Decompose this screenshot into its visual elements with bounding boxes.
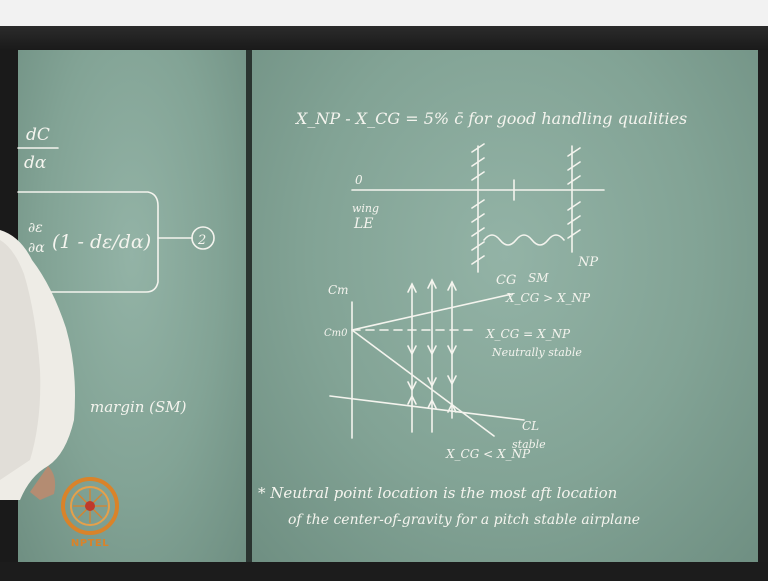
board-frame-bottom bbox=[0, 562, 768, 581]
wing-label: wing bbox=[352, 202, 379, 215]
le-label: LE bbox=[353, 216, 374, 232]
board-frame-top bbox=[0, 26, 768, 50]
nptel-logo-text: NPTEL bbox=[70, 538, 110, 549]
blackboard-right-panel bbox=[252, 50, 758, 562]
cl-axis-label: CL bbox=[522, 419, 539, 433]
svg-text:∂α: ∂α bbox=[28, 240, 45, 256]
svg-text:∂ε: ∂ε bbox=[28, 220, 43, 236]
cg-hatching bbox=[471, 143, 485, 265]
note-line-2: of the center-of-gravity for a pitch sta… bbox=[288, 512, 640, 528]
note-line-1: * Neutral point location is the most aft… bbox=[258, 484, 617, 502]
np-hatching bbox=[567, 147, 581, 239]
cg-label: CG bbox=[496, 273, 516, 288]
paren-expression: (1 - dε/dα) bbox=[52, 231, 151, 253]
margin-label: margin (SM) bbox=[90, 398, 187, 416]
stable-label: stable bbox=[512, 438, 546, 451]
equation-number: 2 bbox=[197, 233, 206, 248]
np-label: NP bbox=[577, 255, 598, 270]
left-fraction-bottom: dα bbox=[24, 153, 47, 173]
cm0-label: Cm0 bbox=[324, 328, 348, 339]
cm-axis-label: Cm bbox=[328, 283, 349, 297]
stable-line bbox=[351, 329, 495, 437]
cg-eq-np-label: X_CG = X_NP bbox=[485, 327, 571, 341]
moment-arrows bbox=[407, 278, 457, 433]
board-divider bbox=[246, 50, 252, 562]
nptel-emblem-icon bbox=[61, 477, 119, 535]
handling-qualities-heading: X_NP - X_CG = 5% c̄ for good handling qu… bbox=[294, 109, 687, 128]
ceiling bbox=[0, 0, 768, 26]
nptel-logo: NPTEL bbox=[58, 476, 122, 556]
board-frame-right bbox=[758, 50, 768, 581]
lecturer-figure bbox=[0, 230, 75, 500]
equation-number-circle bbox=[191, 226, 215, 250]
cl-axis bbox=[329, 395, 525, 421]
wing-origin-label: 0 bbox=[355, 173, 363, 187]
boxed-expression-border bbox=[17, 191, 159, 293]
static-margin-brace bbox=[483, 234, 565, 246]
left-fraction-top: dC bbox=[26, 125, 50, 145]
sm-label: SM bbox=[528, 271, 549, 285]
cg-gt-np-label: X_CG > X_NP bbox=[505, 291, 591, 305]
cg-lt-np-label: X_CG < X_NP bbox=[445, 447, 531, 461]
neutrally-stable-label: Neutrally stable bbox=[491, 346, 582, 359]
